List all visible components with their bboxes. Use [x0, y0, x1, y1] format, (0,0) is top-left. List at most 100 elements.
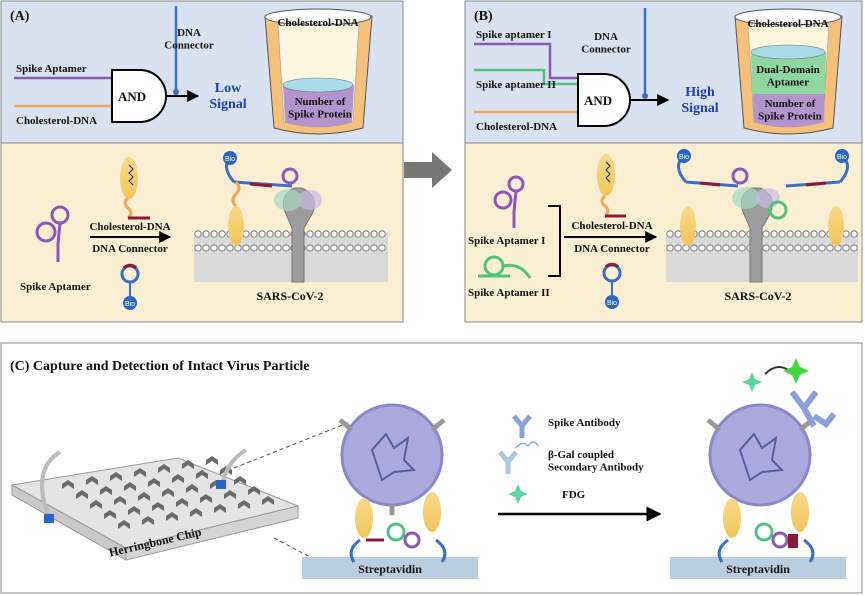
lipid-bead — [194, 230, 202, 238]
bottom-a-virus-label: SARS-CoV-2 — [256, 289, 323, 303]
herringbone-mark — [176, 498, 188, 507]
herringbone-mark — [134, 468, 146, 477]
lipid-bead — [722, 230, 730, 238]
lipid-bead — [218, 230, 226, 238]
herringbone-mark — [118, 520, 130, 529]
herringbone-mark — [158, 464, 170, 473]
lipid-bead — [362, 230, 370, 238]
lipid-bead — [802, 244, 810, 252]
lipid-bead — [258, 244, 266, 252]
lipid-bead — [770, 244, 778, 252]
lipid-bead — [714, 230, 722, 238]
gate-a-input1-label: Spike Aptamer — [16, 63, 87, 75]
lipid-bead — [722, 244, 730, 252]
lipid-bead — [786, 230, 794, 238]
lipid-bead — [274, 230, 282, 238]
lipid-bead — [210, 244, 218, 252]
bottom-a-reagent1: Cholesterol-DNA — [89, 221, 170, 233]
and-gate-a — [111, 69, 167, 123]
lipid-bead — [202, 244, 210, 252]
aptamer1-input-line — [474, 42, 578, 80]
herringbone-mark — [200, 494, 212, 503]
herringbone-mark — [142, 516, 154, 525]
herringbone-mark — [110, 472, 122, 481]
lipid-bead — [242, 244, 250, 252]
lipid-bead — [738, 230, 746, 238]
lipid-bead — [362, 244, 370, 252]
herringbone-mark — [172, 474, 184, 483]
lipid-bead — [810, 244, 818, 252]
herringbone-mark — [190, 508, 202, 517]
lipid-bead — [810, 230, 818, 238]
panel-c-title: (C) Capture and Detection of Intact Viru… — [10, 359, 310, 374]
lipid-bead — [698, 244, 706, 252]
panel-a-label: (A) — [10, 9, 30, 24]
lipid-bead — [706, 244, 714, 252]
lipid-bead — [706, 230, 714, 238]
lipid-bead — [794, 230, 802, 238]
cup-b-top-label: Cholesterol-DNA — [747, 18, 828, 30]
gate-b-input2: Spike aptamer II — [476, 79, 556, 91]
lipid-bead — [266, 230, 274, 238]
herringbone-mark — [128, 506, 140, 515]
lipid-bead — [762, 244, 770, 252]
cholesterol-dna-icon-b — [597, 154, 626, 218]
gate-b-label: AND — [584, 93, 612, 108]
herringbone-mark — [238, 500, 250, 509]
herringbone-mark — [206, 456, 218, 465]
herringbone-chip: Herringbone Chip — [10, 448, 300, 561]
and-gate-b — [577, 73, 631, 127]
lipid-bead — [330, 230, 338, 238]
connector-dot-b — [642, 93, 648, 99]
lipid-bead — [786, 244, 794, 252]
beta-gal-secondary-antibody-icon — [498, 441, 539, 474]
herringbone-mark — [248, 486, 260, 495]
panel-c: (C) Capture and Detection of Intact Viru… — [0, 342, 863, 594]
herringbone-mark — [152, 502, 164, 511]
streptavidin-right-label: Streptavidin — [726, 562, 790, 576]
herringbone-mark — [196, 470, 208, 479]
lipid-bead — [306, 244, 314, 252]
herringbone-mark — [214, 504, 226, 513]
lipid-bead — [818, 244, 826, 252]
lipid-bead — [378, 230, 386, 238]
aptamer1-icon-b — [493, 175, 525, 228]
bracket-b — [548, 205, 561, 277]
fdg-star-icon — [508, 484, 528, 504]
herringbone-mark — [182, 460, 194, 469]
legend-spike-antibody: Spike Antibody — [548, 417, 621, 429]
legend-fdg: FDG — [562, 489, 586, 501]
lipid-bead — [338, 244, 346, 252]
lipid-bead — [850, 244, 858, 252]
herringbone-mark — [76, 490, 88, 499]
membrane-b: Bio Bio — [666, 149, 858, 283]
lipid-bead — [226, 244, 234, 252]
herringbone-mark — [262, 496, 274, 505]
lipid-bead — [842, 244, 850, 252]
bio-b-membrane-left: Bio — [679, 154, 689, 161]
membrane-a: Bio — [194, 151, 388, 283]
bottom-b-reagent2: DNA Connector — [574, 243, 650, 255]
lipid-bead — [346, 230, 354, 238]
panel-a: (A) Spike Aptamer Cholesterol-DNA AND DN… — [0, 0, 404, 323]
lipid-bead — [202, 230, 210, 238]
lipid-bead — [818, 230, 826, 238]
gate-b-input3: Cholesterol-DNA — [476, 121, 557, 133]
dna-connector-icon-b: Bio — [602, 262, 622, 309]
lipid-bead — [306, 230, 314, 238]
transition-arrow — [404, 152, 452, 188]
lipid-bead — [778, 230, 786, 238]
lipid-bead — [778, 244, 786, 252]
lipid-bead — [762, 230, 770, 238]
